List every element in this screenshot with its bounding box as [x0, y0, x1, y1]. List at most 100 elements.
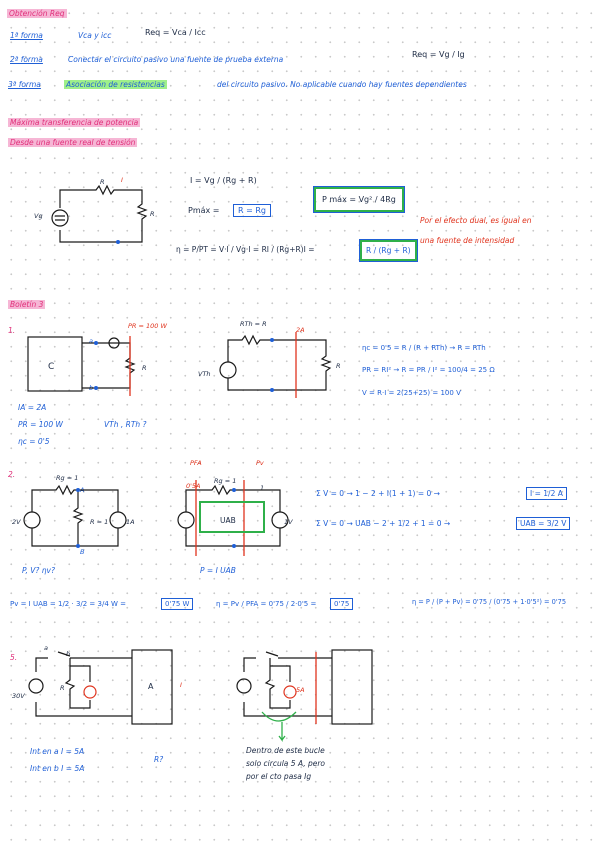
- p2-pregunta: P, V? ηv?: [22, 566, 55, 575]
- p2-box-uab: UAB = 3/2 V: [516, 517, 571, 530]
- fuente-tension-icon: [51, 209, 69, 227]
- p1-pregunta: VTh , RTh ?: [104, 420, 147, 429]
- p2-b: B: [80, 548, 85, 556]
- subtitle-fuente-real: Desde una fuente real de tensión: [8, 138, 138, 147]
- fuente-vth-icon: [219, 361, 237, 379]
- forma-2-formula: Req = Vg / Ig: [412, 50, 465, 59]
- fuente-1v-icon: [271, 511, 289, 529]
- title-obtencion-req: Obtención Req: [7, 9, 67, 18]
- p5-int-a: Int en a I = 5A: [30, 747, 85, 756]
- p5-b: b: [66, 650, 71, 658]
- eq-pmax-label: Pmáx =: [188, 206, 220, 215]
- p5-nota-3: por el cto pasa Ig: [246, 772, 312, 781]
- fuente-5a-icon: [283, 685, 297, 699]
- forma-3-highlight: Asociación de resistencias: [64, 80, 167, 89]
- p2-box-i: I = 1/2 A: [526, 487, 567, 500]
- problema-2-num: 2.: [8, 470, 16, 479]
- p2-kvl-2: Σ V = 0 → UAB − 2 + 1/2 + 1 = 0 →: [316, 519, 451, 528]
- label-r: R: [150, 210, 155, 218]
- forma-3-label: 3ª forma: [8, 80, 41, 89]
- p1-eq-v: V = R·I = 2(25+25) = 100 V: [362, 389, 461, 397]
- p2-box-pv: 0'75 W: [161, 598, 194, 610]
- fuente-corriente-icon: [83, 685, 97, 699]
- fuente-1a-icon: [109, 511, 127, 529]
- p5-int-b: Int en b I = 5A: [30, 764, 85, 773]
- p5-30v: 30V: [12, 692, 25, 700]
- p2-r1: R = 1: [90, 518, 109, 526]
- p2-05a: 0'5A: [186, 482, 201, 490]
- p1-dato-eta: ηc = 0'5: [18, 437, 50, 446]
- cortes-p2: [195, 480, 245, 556]
- fuente-2v-icon: [23, 511, 41, 529]
- caja-c: C: [48, 362, 55, 372]
- p5-bloque-a: A: [148, 682, 154, 691]
- p5-i: I: [180, 681, 182, 689]
- p1-a: a: [89, 337, 93, 345]
- p1-r: R: [142, 364, 147, 372]
- circuito-p5-izq: [28, 649, 173, 725]
- p5-nota-2: solo circula 5 A, pero: [246, 759, 326, 768]
- p1-dato-ia: IA = 2A: [18, 403, 47, 412]
- problema-5-num: 5.: [10, 653, 18, 662]
- amperimetro-icon: [108, 337, 120, 349]
- p2-box-eta: 0'75: [330, 598, 354, 610]
- bucle-p5: [261, 711, 297, 722]
- circuito-fuente-real: [51, 184, 148, 243]
- p5-pregunta-r: R?: [154, 755, 164, 764]
- title-boletin-3: Boletín 3: [8, 300, 46, 309]
- p2-eq-pv: Pv = I UAB = 1/2 · 3/2 = 3/4 W =: [10, 600, 127, 608]
- p1-eq-eta: ηc = 0'5 = R / (R + RTh) → R = RTh: [362, 344, 486, 352]
- forma-1-label: 1ª forma: [10, 31, 43, 40]
- box-rendimiento: R / (Rg + R): [359, 239, 418, 262]
- p2-eq-eta: η = Pv / PFA = 0'75 / 2·0'5 =: [216, 600, 317, 608]
- forma-2-label: 2ª forma: [10, 55, 43, 64]
- p1-eq-pr: PR = RI² → R = PR / I² = 100/4 = 25 Ω: [362, 366, 495, 374]
- p1-rth: RTh = R: [240, 320, 267, 328]
- circuito-p2-der: [177, 484, 289, 547]
- p5-nota-1: Dentro de este bucle: [246, 746, 325, 755]
- p5-5a: 5A: [296, 686, 305, 694]
- p1-pr: PR = 100 W: [128, 322, 167, 330]
- forma-1-text: Vca y icc: [78, 31, 112, 40]
- p2-1a: 1A: [126, 518, 135, 526]
- fuente-30v-icon: [28, 678, 44, 694]
- flecha-bucle-icon: [278, 722, 286, 742]
- fuente-2v-b-icon: [177, 511, 195, 529]
- lazo-p2: [199, 501, 265, 533]
- circuito-p5-der: [236, 649, 373, 725]
- p1-vth: VTh: [198, 370, 211, 378]
- forma-2-text: Conectar el circuito pasivo una fuente d…: [68, 55, 284, 64]
- p5-r: R: [60, 684, 65, 692]
- p2-2v: 2V: [12, 518, 21, 526]
- p2-kvl-1: Σ V = 0 → 1 − 2 + I(1 + 1) = 0 →: [316, 489, 440, 498]
- p1-dato-pr: PR = 100 W: [18, 420, 63, 429]
- circuito-p1-izq: [27, 336, 136, 392]
- box-pmax: P máx = Vg² / 4Rg: [313, 186, 405, 213]
- p2-pfa: PFA: [190, 459, 202, 467]
- p2-rg: Rg = 1: [56, 474, 79, 482]
- title-maxima-transferencia: Máxima transferencia de potencia: [8, 118, 141, 127]
- problema-1-num: 1.: [8, 326, 16, 335]
- p2-rg2: Rg = 1: [214, 477, 237, 485]
- p2-pv: Pv: [256, 459, 264, 467]
- circuito-p2-izq: [23, 484, 127, 547]
- forma-3-text: del circuito pasivo. No aplicable cuando…: [217, 80, 467, 89]
- p2-eq-eta-2: η = P / (P + Pv) = 0'75 / (0'75 + 1·0'5²…: [412, 598, 567, 606]
- p2-uab: UAB: [220, 516, 236, 525]
- p2-potencia: P = I UAB: [200, 566, 236, 575]
- box-r-igual-rg: R = Rg: [233, 204, 271, 217]
- p5-a: a: [44, 644, 48, 652]
- circuito-p1-der: [219, 334, 332, 391]
- p1-2a: 2A: [296, 326, 305, 334]
- nota-dual-1: Por el efecto dual, es igual en: [420, 216, 532, 225]
- fuente-30v-b-icon: [236, 678, 252, 694]
- p2-r1b: 1: [260, 484, 265, 492]
- eq-corriente: I = Vg / (Rg + R): [190, 176, 257, 185]
- forma-1-formula: Req = Vca / Icc: [145, 28, 206, 37]
- p1-r2: R: [336, 362, 341, 370]
- label-vg: Vg: [34, 212, 43, 220]
- nota-dual-2: una fuente de intensidad: [420, 236, 515, 245]
- label-i: I: [121, 176, 123, 184]
